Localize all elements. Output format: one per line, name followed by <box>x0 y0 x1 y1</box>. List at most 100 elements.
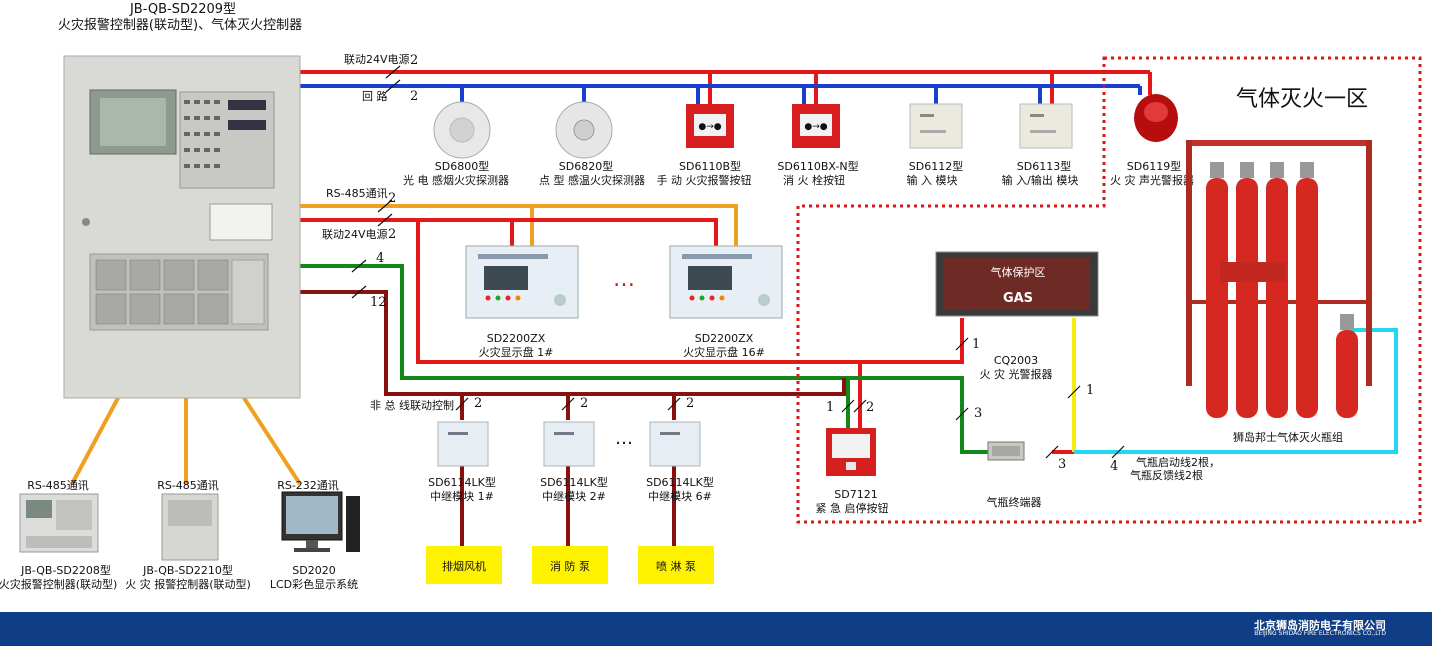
output-box-fire-pump: 消 防 泵 <box>532 546 608 584</box>
wire-count-term-out: 3 <box>1058 457 1066 472</box>
relay-name-1: 中继模块 1# <box>430 490 494 503</box>
relay-model-2: SD6114LK型 <box>540 475 608 489</box>
svg-text:●→●: ●→● <box>698 122 721 132</box>
wire-count-cq-left: 1 <box>972 337 980 352</box>
wire-count-green: 4 <box>376 251 384 266</box>
loop-device-name-7: 火 灾 声光警报器 <box>1110 173 1194 187</box>
fire-display-panel-1 <box>465 245 579 319</box>
emergency-start-stop-button-icon <box>826 428 876 476</box>
gas-zone-title: 气体灭火一区 <box>1236 87 1368 112</box>
footer-company-en: BEIJING SHIDAO FIRE ELECTRONICS CO.,LTD <box>1254 630 1386 637</box>
relay-module-1 <box>437 421 489 467</box>
loop-label: 回 路 <box>362 90 388 103</box>
controller-sd2208-icon <box>19 493 99 553</box>
wire-count-loop: 2 <box>410 89 418 104</box>
relay-model-6: SD6114LK型 <box>646 475 714 489</box>
cylinder-wire-1: 气瓶启动线2根， <box>1136 455 1220 469</box>
display-model-16: SD2200ZX <box>695 332 754 345</box>
bottom-comm-1: RS-485通讯 <box>27 479 89 492</box>
controller-key-grid <box>184 100 266 168</box>
output-label-fire-pump: 消 防 泵 <box>550 559 590 573</box>
sd7121-name: 紧 急 启停按钮 <box>816 501 889 515</box>
relay-model-1: SD6114LK型 <box>428 475 496 489</box>
non-bus-line <box>300 290 846 546</box>
svg-text:●→●: ●→● <box>804 122 827 132</box>
wire-count-power-mid: 2 <box>388 227 396 242</box>
controller-sd2210-icon <box>161 493 219 561</box>
relay-module-2 <box>543 421 595 467</box>
loop-device-name-5: 输 入 模块 <box>907 173 958 187</box>
wire-count-sd7121-a: 1 <box>826 400 834 415</box>
wire-count-relay6: 2 <box>686 396 694 411</box>
power-24v-mid-label: 联动24V电源 <box>322 227 388 241</box>
fire-display-panel-16 <box>669 245 783 319</box>
relay-module-6 <box>649 421 701 467</box>
bottom-model-3: SD2020 <box>292 564 335 577</box>
relay-name-2: 中继模块 2# <box>542 490 606 503</box>
io-module-icon <box>1019 103 1073 149</box>
manual-call-point-icon: ●→● <box>686 104 734 148</box>
loop-device-name-6: 输 入/输出 模块 <box>1002 173 1079 187</box>
relay-ellipsis: … <box>615 428 633 449</box>
bottom-comm-2: RS-485通讯 <box>157 479 219 492</box>
loop-line <box>300 84 1142 104</box>
bottom-name-1: 火灾报警控制器(联动型) <box>0 577 117 591</box>
gas-sign-en: GAS <box>1003 291 1033 306</box>
output-box-smoke-fan: 排烟风机 <box>426 546 502 584</box>
wire-count-darkred: 12 <box>370 295 387 310</box>
sd7121-model: SD7121 <box>834 488 877 501</box>
bottom-model-1: JB-QB-SD2208型 <box>20 563 111 577</box>
bottom-comm-lines <box>70 396 302 486</box>
display-name-1: 火灾显示盘 1# <box>479 345 554 359</box>
footer-bar <box>0 612 1432 646</box>
bottom-model-2: JB-QB-SD2210型 <box>142 563 233 577</box>
display-model-1: SD2200ZX <box>487 332 546 345</box>
wire-count-green-term: 3 <box>974 406 982 421</box>
main-controller-model: JB-QB-SD2209型 <box>129 2 236 17</box>
gas-protection-sign <box>935 251 1099 317</box>
output-label-sprinkler-pump: 喷 淋 泵 <box>656 560 696 573</box>
lcd-monitor-icon <box>281 491 360 552</box>
wire-count-cyan: 4 <box>1110 459 1118 474</box>
loop-device-name-1: 光 电 感烟火灾探测器 <box>403 173 509 187</box>
loop-device-model-1: SD6800型 <box>435 159 489 173</box>
loop-device-model-4: SD6110BX-N型 <box>777 159 858 173</box>
display-ellipsis: … <box>613 267 635 292</box>
bottom-name-3: LCD彩色显示系统 <box>270 577 358 591</box>
output-label-smoke-fan: 排烟风机 <box>442 559 486 573</box>
gas-zone-boundary <box>796 56 1422 524</box>
output-box-sprinkler-pump: 喷 淋 泵 <box>638 546 714 584</box>
loop-device-model-6: SD6113型 <box>1017 159 1071 173</box>
bottom-comm-3: RS-232通讯 <box>277 479 339 492</box>
cylinder-terminal-icon <box>987 441 1025 461</box>
smoke-detector-icon <box>433 101 491 159</box>
heat-detector-icon <box>555 101 613 159</box>
loop-device-model-7: SD6119型 <box>1127 159 1181 173</box>
cq2003-model: CQ2003 <box>994 354 1038 367</box>
hydrant-button-icon: ●→● <box>792 104 840 148</box>
wire-count-relay2: 2 <box>580 396 588 411</box>
wire-count-relay1: 2 <box>474 396 482 411</box>
wire-count-sd7121-b: 2 <box>866 400 874 415</box>
cylinder-group-name: 狮岛邦士气体灭火瓶组 <box>1233 430 1343 444</box>
bottom-name-2: 火 灾 报警控制器(联动型) <box>125 577 251 591</box>
rs485-label: RS-485通讯 <box>326 187 388 200</box>
loop-device-name-3: 手 动 火灾报警按钮 <box>657 173 752 187</box>
gas-cylinder-rack-icon <box>1186 140 1372 418</box>
terminal-name: 气瓶终端器 <box>987 495 1042 509</box>
wire-tick-marks <box>351 65 1125 459</box>
power-24v-mid-line <box>300 218 1074 454</box>
cyan-line <box>1074 328 1398 454</box>
sounder-strobe-icon <box>1134 94 1178 142</box>
relay-name-6: 中继模块 6# <box>648 490 712 503</box>
gas-sign-cn: 气体保护区 <box>991 265 1046 279</box>
loop-device-model-5: SD6112型 <box>909 159 963 173</box>
footer-company-cn: 北京狮岛消防电子有限公司 <box>1254 619 1386 632</box>
rs485-line <box>300 204 738 248</box>
display-name-16: 火灾显示盘 16# <box>683 345 765 359</box>
non-bus-label: 非 总 线联动控制 <box>370 398 454 412</box>
power-24v-top-label: 联动24V电源 <box>344 52 410 66</box>
green-line <box>300 264 988 454</box>
